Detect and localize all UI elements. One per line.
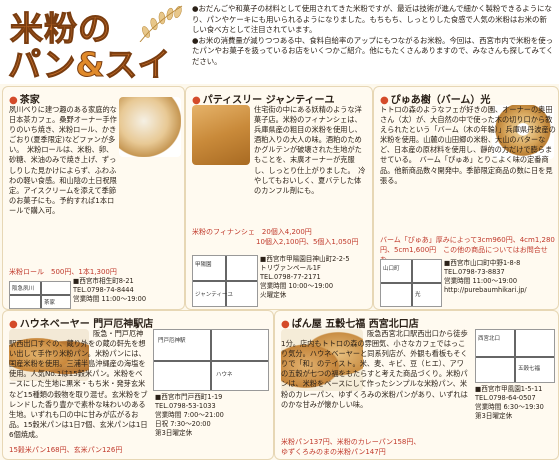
phone: TEL.0798-73-8837 xyxy=(444,268,505,276)
closed: 第3日曜定休 xyxy=(155,429,193,437)
shop-description: 住宅街の中にある妖精のような洋菓子店。米粉のフィナンシェは、兵庫県産の粗目の米粉… xyxy=(254,105,366,195)
shop-name-text: パティスリー ジャンティーユ xyxy=(202,95,335,106)
intro-paragraph-2: ●お米の消費量が減りつつある中、食料自給率のアップにもつながるお米粉。今回は、西… xyxy=(192,35,554,66)
shop-info: ■西宮市門戸西町1-19 TEL.0798-53-1033 営業時間 7:00～… xyxy=(155,393,224,438)
shop-name: ●ぴゅあ樹（バーム）光 xyxy=(380,91,490,106)
title-pan: パン xyxy=(8,45,77,85)
map-label: ハウネ xyxy=(216,372,233,378)
bread-photo xyxy=(281,329,363,391)
address: ■西宮市甲陽園目神山町2-2-5 xyxy=(260,255,350,263)
hours: 営業時間 10:00～19:00 xyxy=(260,282,334,290)
shop-card-gokoku: ●ぱん屋 五穀七福 西宮北口店 阪急西宮北口駅西出口から徒歩1分。店内もトトロの… xyxy=(274,310,559,460)
baumkuchen-photo xyxy=(492,105,554,159)
title-amp: & xyxy=(75,45,105,85)
shop-info: ■西宮市相生町8-21 TEL.0798-74-8444 営業時間 11:00～… xyxy=(73,277,146,304)
address: ■西宮市甲風園1-5-11 xyxy=(475,385,543,393)
shop-name-text: 茶家 xyxy=(19,95,40,106)
phone: TEL.0798-53-1033 xyxy=(155,402,216,410)
shop-name-text: ハウネベーヤー 門戸厄神駅店 xyxy=(19,319,154,330)
shop-name-text: ぴゅあ樹（バーム）光 xyxy=(390,95,491,106)
phone: TEL.0798-74-8444 xyxy=(73,286,134,294)
map-label: 茶家 xyxy=(44,300,56,306)
shop-description: 阪急西宮北口駅西出口から徒歩1分。店内もトトロの森の雰囲気、小さなカフェではっこ… xyxy=(281,329,468,409)
address: ■西宮市相生町8-21 xyxy=(73,277,134,285)
closed: 第3日曜定休 xyxy=(475,412,513,420)
shop-name: ●ぱん屋 五穀七福 西宮北口店 xyxy=(281,315,419,330)
shop-info: ■西宮市山口町中野1-8-8 TEL.0798-73-8837 営業時間 11:… xyxy=(444,259,527,295)
bullet-icon: ● xyxy=(192,95,201,106)
hours: 営業時間 11:00～19:00 xyxy=(444,277,518,285)
bullet-icon: ● xyxy=(380,95,389,106)
shop-description: 阪急・門戸厄神駅西出口すぐの、蔵り外をの蔵の軒先を想い出して手作り米粉パン。米粉… xyxy=(9,329,148,439)
financier-photo xyxy=(192,105,250,165)
phone: TEL.0798-64-0507 xyxy=(475,394,536,402)
rice-grain-icon xyxy=(139,5,183,42)
map-label: 山口町 xyxy=(383,266,400,272)
map-label: 光 xyxy=(415,292,421,298)
shop-description: トトロの森のようなフェが好きの園、オーナーの奥田さん（太）が、大自然の中で使った… xyxy=(380,105,556,185)
map-label: 五穀七福 xyxy=(518,366,541,372)
page-title: 米粉の パン&スイーツ xyxy=(4,2,190,133)
shop-price: 米粉のフィナンシェ 20個入4,200円 xyxy=(192,228,312,236)
shop-card-chaie: ●茶家 夙川べりに建つ趣のある家庭的な日本茶カフェ。桑野オーナー手作りのいち焼き… xyxy=(2,86,185,310)
shop-price: 米粉パン137円、米粉のカレーパン158円、 xyxy=(281,438,421,446)
shop-map: 阪急夙川 茶家 xyxy=(9,281,71,309)
shop-name: ●パティスリー ジャンティーユ xyxy=(192,91,335,106)
hours-holiday: 日祝 7:30～20:00 xyxy=(155,420,211,428)
shop-map: 甲陽園 ジャンティーユ xyxy=(192,255,258,307)
map-label: 西宮北口 xyxy=(478,336,501,342)
closed: 火曜定休 xyxy=(260,291,287,299)
hours: 営業時間 6:30～19:30 xyxy=(475,403,544,411)
bullet-icon: ● xyxy=(281,319,290,330)
shop-info: ■西宮市甲風園1-5-11 TEL.0798-64-0507 営業時間 6:30… xyxy=(475,385,544,421)
map-label: 門戸厄神駅 xyxy=(158,338,186,344)
title-line1: 米粉の xyxy=(10,9,112,49)
shop-price-2: ゆずくろみのまの米粉パン147円 xyxy=(281,448,386,456)
address: ■西宮市門戸西町1-19 xyxy=(155,393,223,401)
map-label: 甲陽園 xyxy=(195,262,212,268)
hours: 営業時間 11:00～19:00 xyxy=(73,295,147,303)
shop-description: 夙川べりに建つ趣のある家庭的な日本茶カフェ。桑野オーナー手作りのいち焼き、米粉ロ… xyxy=(9,105,117,215)
header: 米粉の パン&スイーツ ●おだんごや和菓子の材料として使用されてきた米粉ですが、… xyxy=(0,0,559,133)
bread-photo xyxy=(9,329,89,381)
shop-info: ■西宮市甲陽園目神山町2-2-5 トリヴァンベール1F TEL.0798-77-… xyxy=(260,255,350,300)
intro-text: ●おだんごや和菓子の材料として使用されてきた米粉ですが、最近は技術が進んで細かく… xyxy=(192,4,554,68)
shop-card-gentille: ●パティスリー ジャンティーユ 住宅街の中にある妖精のような洋菓子店。米粉のフィ… xyxy=(185,86,373,310)
shop-card-hikari: ●ぴゅあ樹（バーム）光 トトロの森のようなフェが好きの園、オーナーの奥田さん（太… xyxy=(373,86,559,310)
shop-name: ●茶家 xyxy=(9,91,40,106)
address-2: トリヴァンベール1F xyxy=(260,264,321,272)
map-label: 阪急夙川 xyxy=(12,286,35,292)
shop-name: ●ハウネベーヤー 門戸厄神駅店 xyxy=(9,315,153,330)
shop-price: 米粉ロール 500円、1本1,300円 xyxy=(9,268,117,276)
bullet-icon: ● xyxy=(9,95,18,106)
bullet-icon: ● xyxy=(9,319,18,330)
shop-map: 山口町 光 xyxy=(380,259,442,307)
roll-cake-photo xyxy=(119,97,181,157)
intro-paragraph-1: ●おだんごや和菓子の材料として使用されてきた米粉ですが、最近は技術が進んで細かく… xyxy=(192,4,552,35)
shop-price-2: 10個入2,100円、5個入1,050円 xyxy=(256,238,359,246)
url: http://purebaumhikari.jp/ xyxy=(444,286,527,294)
map-label: ジャンティーユ xyxy=(195,292,233,298)
shop-price: 15穀米パン168円、玄米パン126円 xyxy=(9,446,123,454)
shop-card-haune: ●ハウネベーヤー 門戸厄神駅店 阪急・門戸厄神駅西出口すぐの、蔵り外をの蔵の軒先… xyxy=(2,310,274,460)
shop-map: 門戸厄神駅 ハウネ xyxy=(153,329,269,391)
hours: 営業時間 7:00～21:00 xyxy=(155,411,224,419)
address: ■西宮市山口町中野1-8-8 xyxy=(444,259,521,267)
phone: TEL.0798-77-2171 xyxy=(260,273,321,281)
shop-name-text: ぱん屋 五穀七福 西宮北口店 xyxy=(291,319,419,330)
shop-map: 西宮北口 五穀七福 xyxy=(475,329,555,383)
